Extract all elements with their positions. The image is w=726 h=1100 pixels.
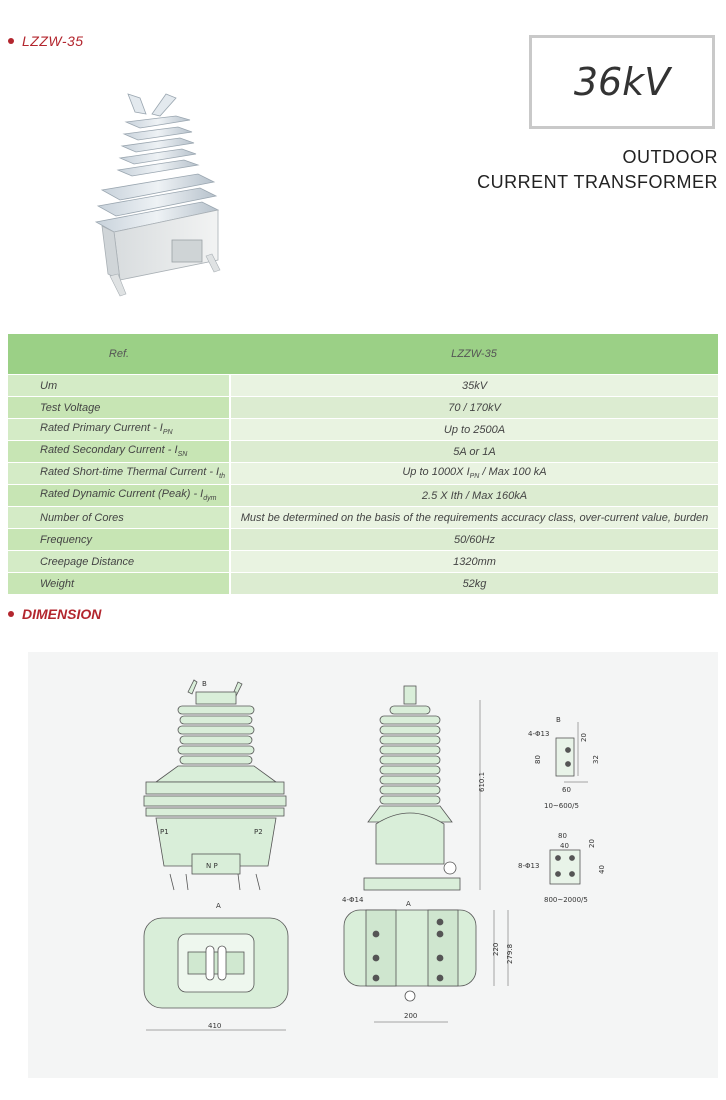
table-row: Creepage Distance 1320mm [8,550,718,573]
row-label: Number of Cores [8,506,231,529]
bullet-icon [8,611,14,617]
label-a-right: A [406,900,411,908]
row-value: 5A or 1A [230,440,718,463]
row-value: 52kg [230,572,718,594]
table-row: Test Voltage 70 / 170kV [8,396,718,419]
row-label: Creepage Distance [8,550,231,573]
row-value: 1320mm [230,550,718,573]
row-label: Weight [8,572,231,594]
row-label: Rated Primary Current - IPN [8,418,231,441]
label-det1-caption: 10~600/5 [544,802,579,810]
label-det2-20: 20 [588,839,596,848]
table-row: Rated Primary Current - IPN Up to 2500A [8,418,718,441]
label-det1-32: 32 [592,755,600,764]
row-value: 50/60Hz [230,528,718,551]
label-det1-60: 60 [562,786,571,794]
row-value: Up to 1000X IPN / Max 100 kA [230,462,718,485]
label-hole-spec: 4-Φ14 [342,896,364,904]
row-label: Rated Short-time Thermal Current - Ith [8,462,231,485]
model-name: LZZW-35 [22,33,84,49]
spec-table: Ref. LZZW-35 Um 35kV Test Voltage 70 / 1… [8,334,718,594]
label-det2-80: 80 [558,832,567,840]
table-row: Rated Secondary Current - ISN 5A or 1A [8,440,718,463]
voltage-box: 36kV [529,35,715,129]
label-height: 610.1 [478,772,486,792]
row-value: 70 / 170kV [230,396,718,419]
row-label: Um [8,374,231,397]
label-np: N P [206,862,218,870]
table-row: Number of Cores Must be determined on th… [8,506,718,529]
header-ref: Ref. [8,334,230,375]
label-a-left: A [216,902,221,910]
table-row: Rated Short-time Thermal Current - Ith U… [8,462,718,485]
dimension-drawing-panel: B P1 P2 N P A A 610.1 410 4-Φ14 200 220 … [28,652,718,1078]
label-depth-200: 200 [404,1012,417,1020]
label-det1-holes: 4-Φ13 [528,730,549,738]
table-row: Rated Dynamic Current (Peak) - Idym 2.5 … [8,484,718,507]
label-220: 220 [492,943,500,956]
label-det2-40: 40 [560,842,569,850]
label-width-base: 410 [208,1022,221,1030]
table-row: Um 35kV [8,374,718,397]
label-det1-80: 80 [534,755,542,764]
subtitle-line2: CURRENT TRANSFORMER [477,172,718,192]
dimension-drawing: B P1 P2 N P A A 610.1 410 4-Φ14 200 220 … [143,679,606,1031]
label-det2-caption: 800~2000/5 [544,896,588,904]
bullet-icon [8,38,14,44]
label-det2-holes: 8-Φ13 [518,862,539,870]
row-label: Rated Dynamic Current (Peak) - Idym [8,484,231,507]
row-label: Rated Secondary Current - ISN [8,440,231,463]
row-value: 2.5 X Ith / Max 160kA [230,484,718,507]
row-label: Test Voltage [8,396,231,419]
label-p2: P2 [254,828,263,836]
table-row: Frequency 50/60Hz [8,528,718,551]
dimension-heading: DIMENSION [8,606,101,622]
model-heading: LZZW-35 [8,33,84,49]
label-b-detail: B [556,716,561,724]
subtitle-line1: OUTDOOR [622,147,718,167]
label-b-top: B [202,680,207,688]
row-value: 35kV [230,374,718,397]
label-det1-20: 20 [580,733,588,742]
row-value: Must be determined on the basis of the r… [230,506,718,529]
label-279: 279.8 [506,944,514,964]
row-label: Frequency [8,528,231,551]
label-det2-40b: 40 [598,865,606,874]
voltage-value: 36kV [573,60,671,104]
table-header-row: Ref. LZZW-35 [8,334,718,375]
table-row: Weight 52kg [8,572,718,594]
header-model: LZZW-35 [230,334,718,375]
dimension-title: DIMENSION [22,606,102,622]
transformer-product-image [94,93,221,297]
row-value: Up to 2500A [230,418,718,441]
label-p1: P1 [160,828,169,836]
